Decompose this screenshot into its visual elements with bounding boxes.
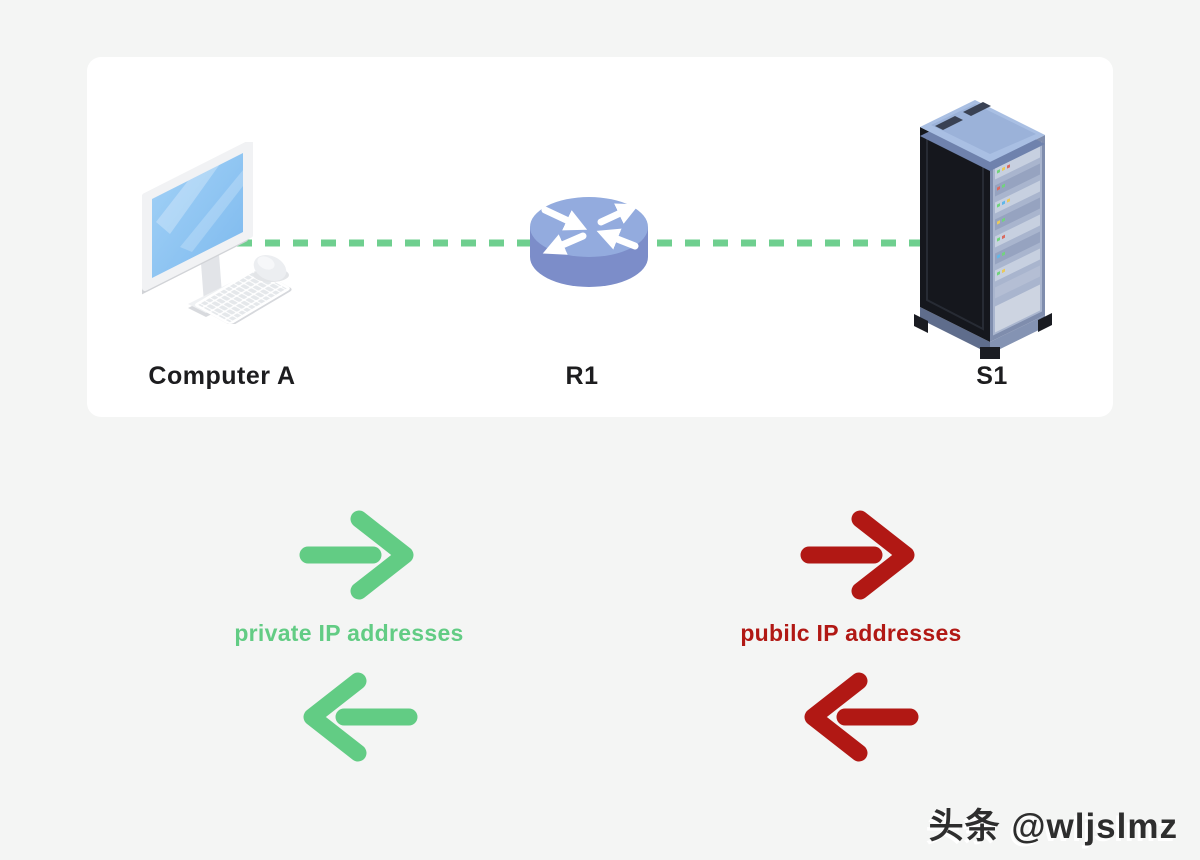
desktop-computer-icon <box>142 142 292 324</box>
node-label-computer-a: Computer A <box>148 362 296 390</box>
server-rack-icon <box>914 100 1052 359</box>
public-ip-label: pubilc IP addresses <box>740 620 962 646</box>
node-label-r1: R1 <box>565 362 599 390</box>
private-ip-label: private IP addresses <box>234 620 464 646</box>
node-label-s1: S1 <box>976 362 1008 390</box>
arrow-left-icon <box>804 672 919 762</box>
arrow-left-icon <box>303 672 418 762</box>
router-icon <box>530 197 648 287</box>
watermark-text: 头条 @wljslmz <box>928 807 1178 846</box>
arrow-right-icon <box>800 510 915 600</box>
topology-card: Computer A R1 S1 <box>87 57 1113 417</box>
arrow-right-icon <box>299 510 414 600</box>
